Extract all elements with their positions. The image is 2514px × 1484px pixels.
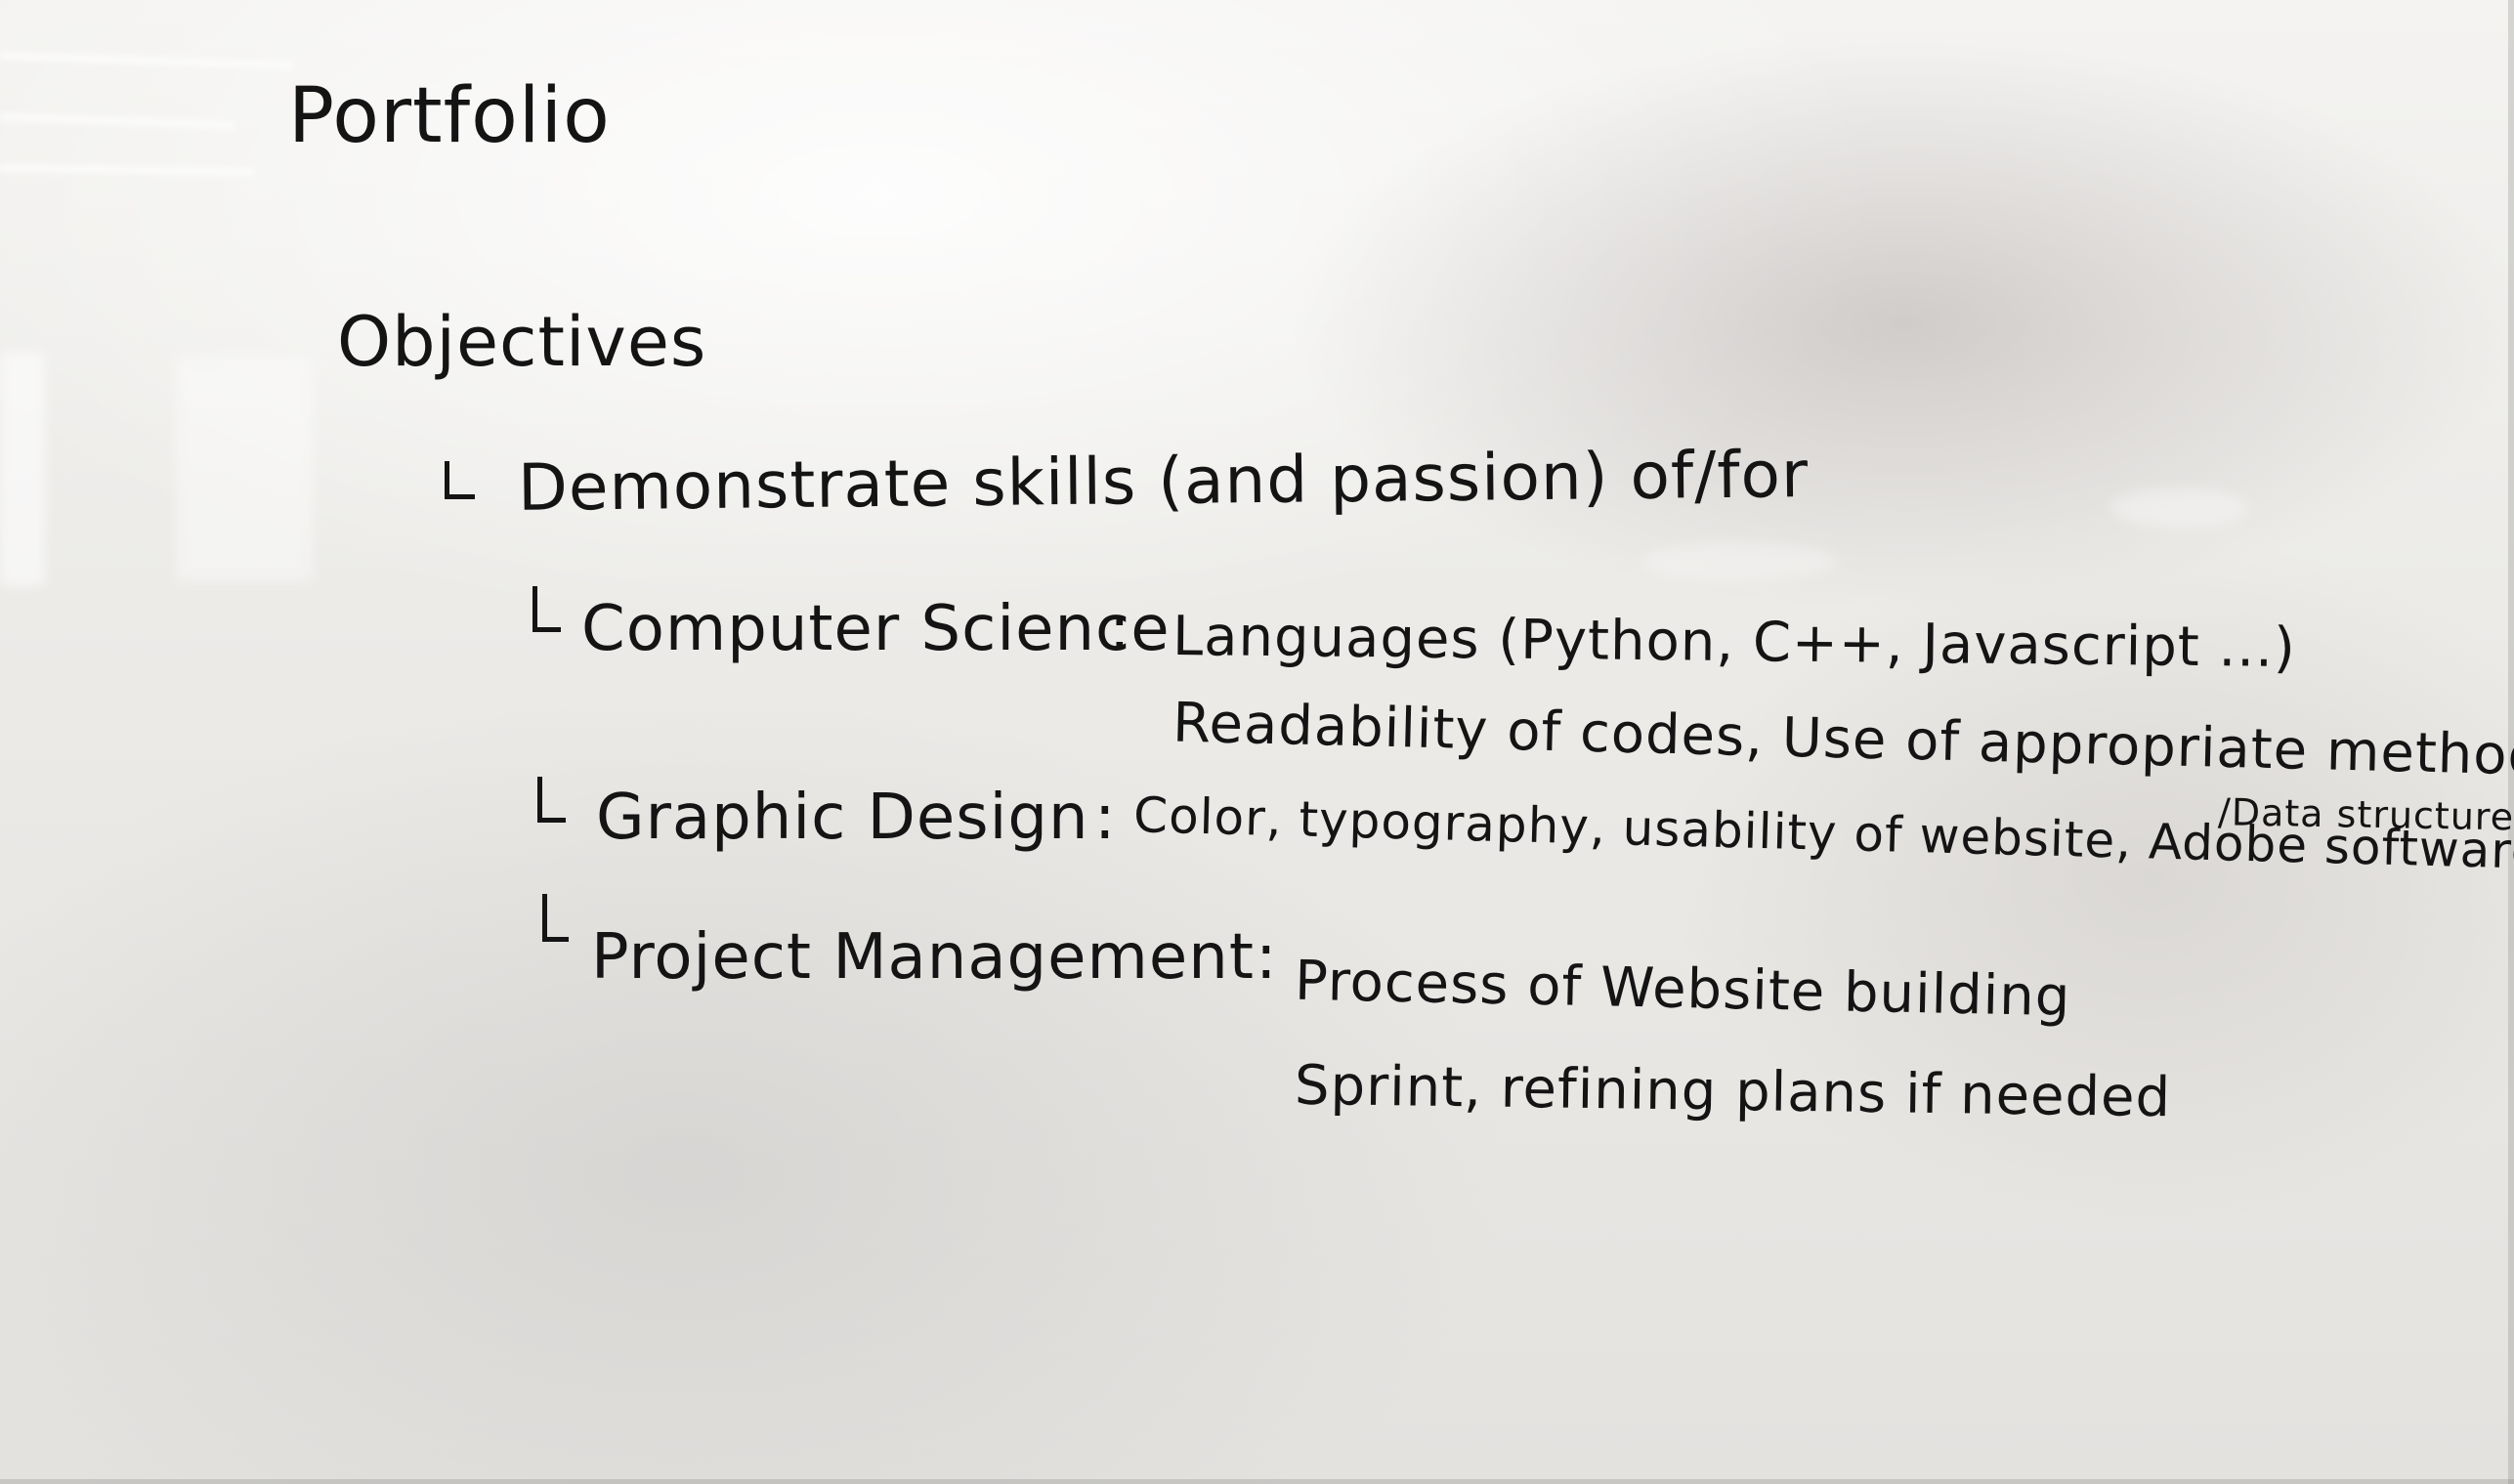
board-title: Portfolio bbox=[288, 72, 611, 160]
cs-area-name: Computer Science bbox=[581, 593, 1171, 665]
cs-detail-readability: Readability of codes, Use of appropriate… bbox=[1172, 691, 2514, 789]
board-edge-bottom bbox=[0, 1479, 2514, 1484]
ceiling-light-streak-2 bbox=[0, 112, 235, 130]
pm-separator: : bbox=[1256, 921, 1278, 994]
light-reflection-center bbox=[1641, 542, 1837, 581]
goal-text: Demonstrate skills (and passion) of/for bbox=[517, 437, 1810, 526]
goal-branch-mark bbox=[445, 461, 475, 499]
gd-separator: : bbox=[1094, 782, 1117, 854]
objectives-heading: Objectives bbox=[337, 302, 707, 382]
cs-branch-mark bbox=[533, 586, 561, 632]
pm-branch-mark bbox=[542, 894, 569, 942]
pm-detail-sprint: Sprint, refining plans if needed bbox=[1294, 1053, 2172, 1130]
cs-detail-languages: Languages (Python, C++, Javascript ...) bbox=[1172, 604, 2297, 681]
ceiling-light-streak-3 bbox=[0, 163, 255, 177]
cs-separator: : bbox=[1109, 593, 1131, 665]
pm-area-name: Project Management bbox=[591, 921, 1255, 994]
window-reflection-left bbox=[0, 352, 45, 586]
pm-detail-process: Process of Website building bbox=[1294, 949, 2071, 1030]
board-edge-right bbox=[2508, 0, 2514, 1484]
window-reflection-mid bbox=[176, 357, 313, 581]
gd-branch-mark bbox=[537, 777, 566, 823]
ceiling-light-streak-1 bbox=[0, 51, 294, 70]
gd-area-name: Graphic Design bbox=[596, 782, 1089, 854]
light-reflection-right bbox=[2110, 488, 2247, 528]
